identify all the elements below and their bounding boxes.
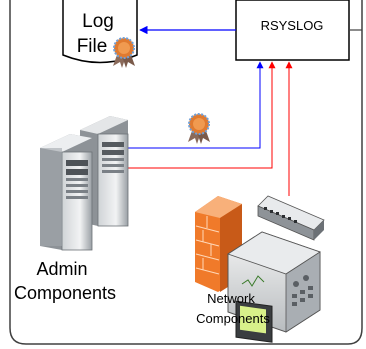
server-tower-icon: [40, 116, 129, 251]
admin-red-link: [128, 61, 276, 169]
log-file-label-line1: Log: [82, 11, 114, 32]
certificate-badge-icon: [113, 37, 135, 68]
network-label-line2: Components: [196, 311, 270, 326]
rsyslog-box: RSYSLOG: [235, 0, 350, 61]
rsyslog-label: RSYSLOG: [261, 18, 324, 33]
admin-label-line1: Admin: [36, 259, 87, 279]
admin-blue-link: [128, 61, 264, 149]
zone-boundary: [9, 0, 363, 345]
log-file-store: Log File: [62, 0, 138, 68]
network-switch-icon: [257, 195, 325, 241]
network-analyzer-icon: [227, 231, 321, 343]
certificate-badge-icon: [188, 113, 210, 144]
network-label-line1: Network: [207, 291, 255, 306]
admin-label-line2: Components: [14, 283, 116, 303]
log-file-label-line2: File: [77, 36, 108, 57]
